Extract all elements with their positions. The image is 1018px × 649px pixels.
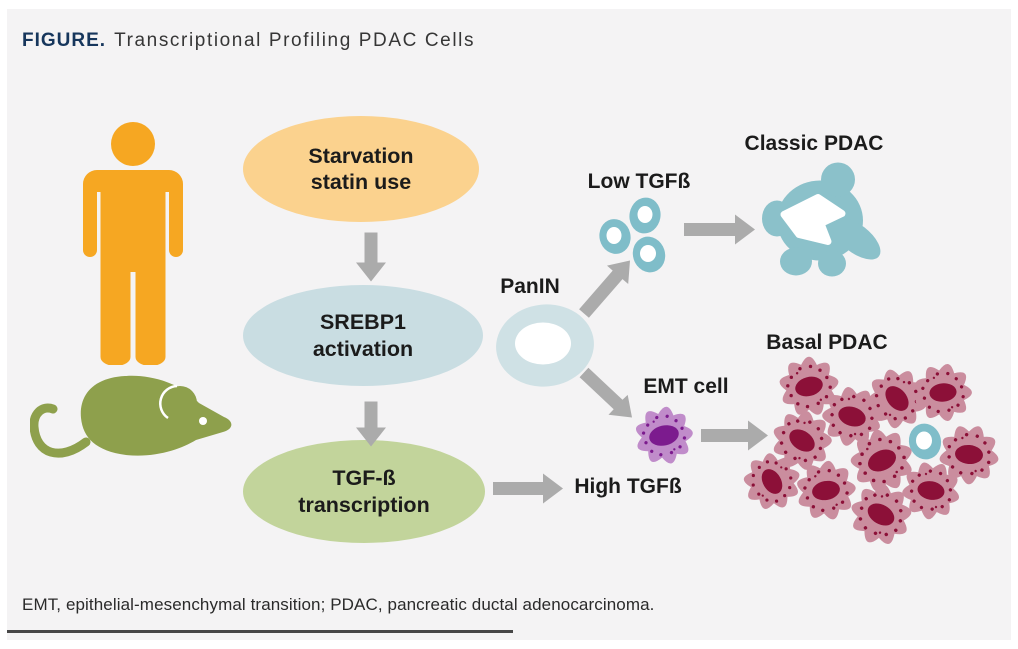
label-high-tgfb: High TGFß: [574, 475, 681, 499]
arrow-panin-to-lowtgfb: [579, 261, 630, 318]
classic-pdac-gland-icon: [762, 163, 887, 277]
label-classic-pdac: Classic PDAC: [745, 132, 884, 156]
human-icon: [83, 122, 183, 365]
pathway-diagram: Starvation statin use SREBP1 activation …: [7, 9, 1018, 649]
abbreviation-note: EMT, epithelial-mesenchymal transition; …: [22, 595, 654, 615]
arrow-lowtgfb-to-classic: [684, 215, 755, 245]
figure-panel: FIGURE.Transcriptional Profiling PDAC Ce…: [7, 9, 1011, 640]
basal-pdac-cells-icon: [742, 352, 1008, 555]
label-low-tgfb: Low TGFß: [588, 170, 691, 194]
diagram-graphics: [7, 9, 1018, 649]
node-srebp1-activation: SREBP1 activation: [243, 285, 483, 386]
arrow-emt-to-basal: [701, 421, 768, 451]
label-emt-cell: EMT cell: [643, 375, 728, 399]
arrow-panin-to-emt: [580, 368, 632, 418]
arrow-tgfb-to-hightgfb: [493, 474, 563, 504]
bottom-divider: [7, 630, 513, 633]
node-starvation-statin: Starvation statin use: [243, 116, 479, 222]
panin-duct-cell-icon: [492, 300, 598, 392]
mouse-icon: [30, 372, 240, 467]
label-panin: PanIN: [500, 275, 560, 299]
emt-cell-icon: [629, 400, 698, 470]
node-tgfb-transcription: TGF-ß transcription: [243, 440, 485, 543]
label-basal-pdac: Basal PDAC: [766, 331, 887, 355]
low-tgfb-cells-icon: [596, 195, 670, 276]
arrow-starvation-to-srebp1: [356, 233, 386, 282]
